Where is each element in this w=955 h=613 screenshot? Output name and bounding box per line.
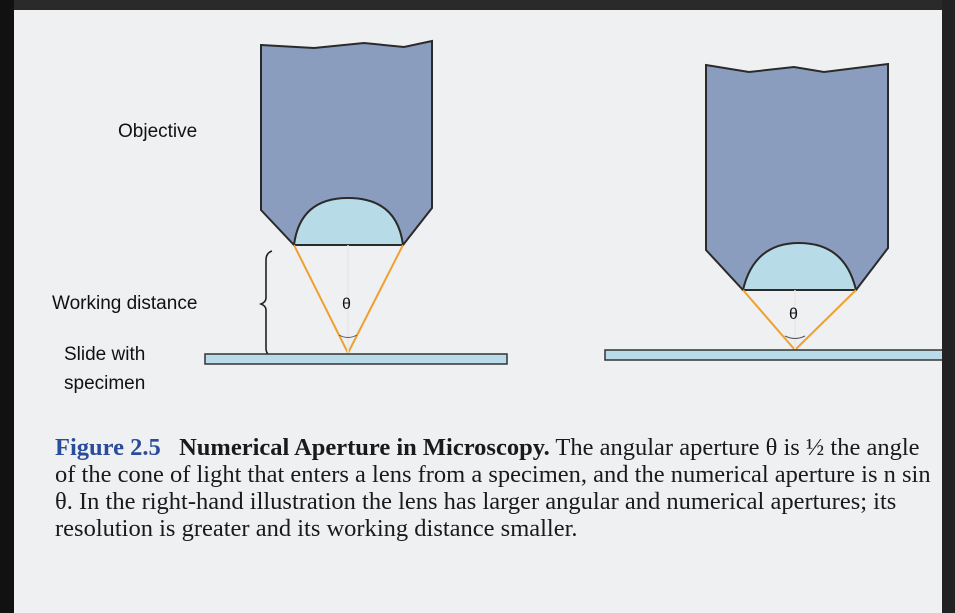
slide-label-line1: Slide with xyxy=(64,344,146,365)
theta-right-label: θ xyxy=(789,306,798,323)
working-distance-bracket xyxy=(258,250,273,357)
scan-border-left xyxy=(0,0,14,613)
left-objective-body xyxy=(260,39,433,246)
left-objective xyxy=(260,39,433,354)
right-objective-body xyxy=(705,62,889,291)
theta-left-label: θ xyxy=(342,296,351,313)
left-lens xyxy=(292,196,405,246)
left-cone-ray-right xyxy=(347,244,404,354)
right-objective xyxy=(705,62,889,351)
left-slide xyxy=(204,353,508,365)
right-cone-ray-right xyxy=(794,289,857,351)
scan-border-right xyxy=(942,0,955,613)
scan-border-top xyxy=(0,0,955,10)
left-theta-arc xyxy=(338,334,358,338)
left-cone-ray-left xyxy=(293,244,349,354)
figure-caption: Figure 2.5 Numerical Aperture in Microsc… xyxy=(55,434,935,542)
numerical-aperture-diagram xyxy=(204,39,942,365)
figure-title: Numerical Aperture in Microscopy. xyxy=(179,434,550,461)
right-slide xyxy=(604,349,942,361)
caption-text: The angular aperture θ is ½ the angle of… xyxy=(55,434,931,542)
right-lens xyxy=(741,241,858,291)
working-distance-label: Working distance xyxy=(52,293,198,314)
right-cone-ray-left xyxy=(742,289,796,351)
slide-label-line2: specimen xyxy=(64,373,146,394)
right-theta-arc xyxy=(784,335,806,339)
figure-number: Figure 2.5 xyxy=(55,434,161,461)
figure-page: Objective Working distance Slide with sp… xyxy=(14,10,942,613)
objective-label: Objective xyxy=(118,121,198,142)
